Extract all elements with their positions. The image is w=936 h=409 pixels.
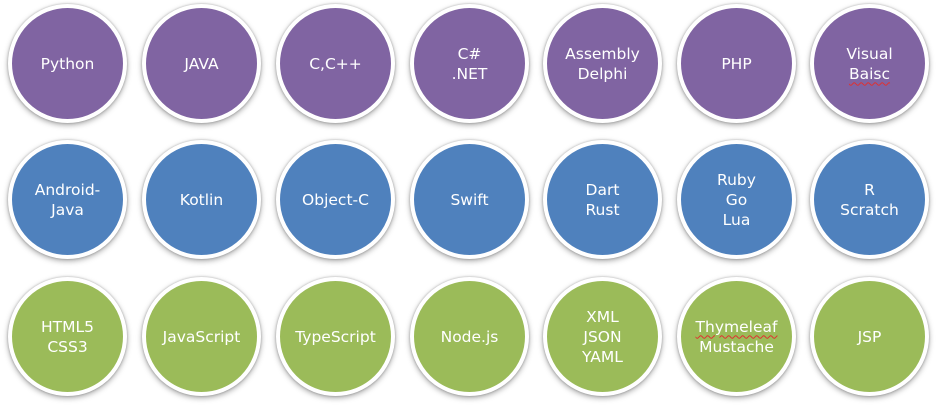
language-label: C,C++ [309,54,362,73]
language-circle: C,C++ [276,4,395,123]
language-label: JSP [857,327,882,346]
language-label: HTML5 [41,317,94,336]
language-label: Go [725,190,748,209]
language-circle: PHP [677,4,796,123]
language-label: Java [51,200,84,219]
language-label: Python [40,54,95,73]
language-circle: Swift [410,140,529,259]
language-circle: Python [8,4,127,123]
language-label: .NET [451,64,488,83]
language-label: Mustache [699,337,774,356]
language-circle: TypeScript [276,277,395,396]
language-label: JAVA [184,54,219,73]
language-label: CSS3 [47,337,88,356]
language-label: R [864,180,875,199]
language-label: Assembly [565,44,640,63]
language-label: Dart [585,180,620,199]
language-label: JSON [583,327,622,346]
language-label: Lua [722,210,751,229]
language-label: Android- [34,180,101,199]
language-label: Baisc [848,64,891,83]
language-label: Scratch [840,200,899,219]
language-label: JavaScript [162,327,241,346]
language-label: Kotlin [179,190,224,209]
language-label: Thymeleaf [695,317,778,336]
language-label: C# [457,44,482,63]
language-label: XML [586,307,619,326]
language-circle: Node.js [410,277,529,396]
language-label: PHP [721,54,752,73]
language-circle: Android-Java [8,140,127,259]
language-label: Node.js [440,327,499,346]
language-label: Swift [450,190,489,209]
language-label: Delphi [577,64,628,83]
language-circle: JavaScript [142,277,261,396]
language-circle: C#.NET [410,4,529,123]
language-label: Object-C [302,190,369,209]
language-label: Ruby [717,170,756,189]
language-circle: Kotlin [142,140,261,259]
language-label: TypeScript [295,327,376,346]
language-label: Rust [585,200,620,219]
language-label: YAML [582,347,623,366]
language-label: Visual [846,44,893,63]
language-circle: JSP [810,277,929,396]
language-circle: Object-C [276,140,395,259]
language-circle: JAVA [142,4,261,123]
